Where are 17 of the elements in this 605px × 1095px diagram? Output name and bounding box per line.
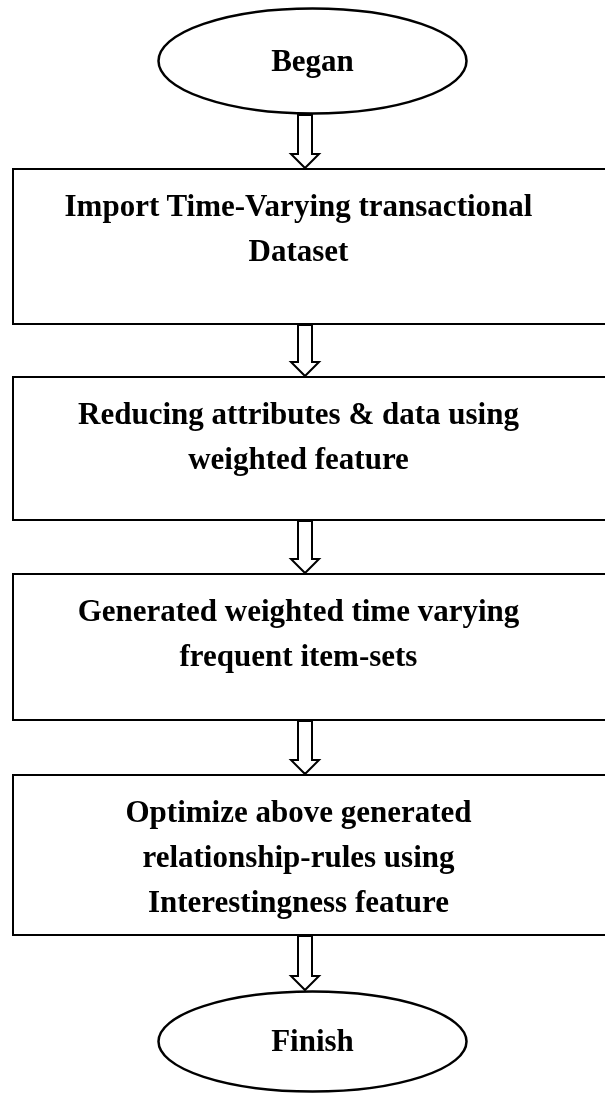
step-text: Generated weighted time varying frequent item-sets	[76, 592, 521, 675]
step-text: Optimize above generated relationship-rules using Interestingness feature	[124, 793, 473, 921]
hollow-arrow	[288, 935, 322, 992]
step-text: Began	[271, 41, 354, 80]
process-box	[12, 774, 605, 936]
terminal-ellipse	[157, 7, 468, 115]
step-text: Import Time-Varying transactional Dataset	[63, 187, 534, 270]
hollow-arrow	[288, 114, 322, 170]
hollow-arrow	[288, 720, 322, 776]
hollow-arrow	[288, 324, 322, 378]
step-text: Finish	[271, 1022, 354, 1061]
step-text: Reducing attributes & data using weighted feature	[77, 395, 520, 478]
terminal-ellipse	[157, 990, 468, 1093]
process-box	[12, 376, 605, 521]
process-box	[12, 168, 605, 325]
process-box	[12, 573, 605, 721]
hollow-arrow	[288, 520, 322, 575]
